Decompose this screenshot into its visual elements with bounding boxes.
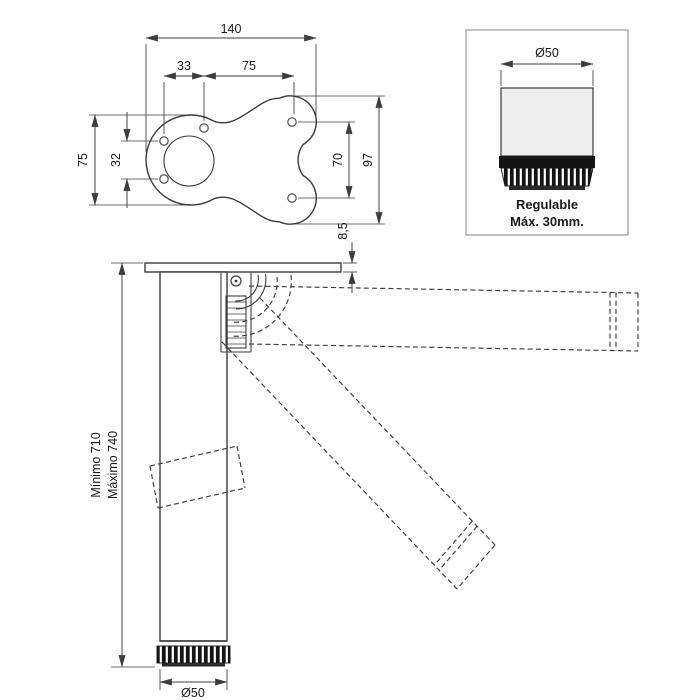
dim-right-height: 97 xyxy=(294,95,385,225)
pivot-bracket-arc-outer xyxy=(235,273,267,310)
phantom-band-right xyxy=(236,445,246,489)
dim-leg-height: Mínimo 710 Máximo 740 xyxy=(89,262,155,668)
threaded-stud xyxy=(225,295,247,349)
dim-foot-diameter-label: Ø50 xyxy=(181,686,205,700)
detail-box: Ø50 Regulable Máx. 30mm. xyxy=(465,29,629,236)
phantom-end-cap xyxy=(456,544,496,590)
dim-hole-offset-right-label: 75 xyxy=(242,59,256,73)
top-view: 140 33 75 75 32 xyxy=(76,22,385,225)
dim-right-height-label: 97 xyxy=(361,153,375,167)
phantom-band-bottom xyxy=(157,487,246,509)
phantom-foot-joint xyxy=(438,525,478,571)
detail-diameter-label: Ø50 xyxy=(535,46,559,60)
dim-foot-diameter: Ø50 xyxy=(159,669,228,700)
dim-right-hole-spacing: 70 xyxy=(298,121,355,199)
plate-screw-hole-top xyxy=(199,123,209,133)
foot-collar xyxy=(499,156,595,168)
dim-height-max-label: Máximo 740 xyxy=(106,431,120,499)
thread-lines xyxy=(226,301,246,345)
dim-total-width-label: 140 xyxy=(221,22,242,36)
plate-screw-hole-left-upper xyxy=(159,136,169,146)
phantom-top-edge xyxy=(248,285,639,294)
phantom-foot-joint xyxy=(433,520,473,566)
dim-plate-thickness-label: 8,5 xyxy=(336,222,350,239)
dim-hole-offsets: 33 75 xyxy=(163,59,295,134)
dim-right-hole-spacing-label: 70 xyxy=(331,153,345,167)
foot-base xyxy=(509,186,585,190)
phantom-band-top xyxy=(149,445,238,467)
phantom-bottom-edge xyxy=(248,343,639,352)
phantom-bottom-edge xyxy=(221,341,458,590)
leg-folding-diagonal-phantom xyxy=(221,297,496,590)
folding-mechanism xyxy=(220,272,292,353)
plate-screw-hole-left-lower xyxy=(159,174,169,184)
pivot-center xyxy=(234,279,238,283)
dim-total-width: 140 xyxy=(145,22,317,152)
foot-cylinder xyxy=(500,87,594,157)
pivot-bracket-arc-inner xyxy=(234,274,259,302)
phantom-top-edge xyxy=(259,297,496,546)
rotation-arc-small xyxy=(231,276,278,323)
leg-intermediate-phantom xyxy=(149,445,246,509)
dim-left-height: 75 xyxy=(76,114,186,206)
plate-side-view xyxy=(144,262,342,273)
foot-ribbed-ring xyxy=(500,167,594,187)
dim-height-min-label: Mínimo 710 xyxy=(89,432,103,497)
leg-folded-horizontal-phantom xyxy=(248,285,639,352)
dim-left-hole-spacing-label: 32 xyxy=(109,153,123,167)
plate-screw-hole-right-lower xyxy=(287,193,297,203)
dim-left-height-label: 75 xyxy=(76,153,90,167)
phantom-band-left xyxy=(149,465,159,509)
leg-foot-base xyxy=(162,663,225,667)
dim-left-hole-spacing: 32 xyxy=(109,112,158,208)
detail-caption-line1: Regulable xyxy=(516,197,578,212)
detail-caption-line2: Máx. 30mm. xyxy=(510,214,584,229)
dim-plate-thickness: 8,5 xyxy=(336,222,357,293)
side-view: 8,5 Mínimo 710 Máximo 740 Ø50 xyxy=(89,222,639,700)
plate-screw-hole-right-upper xyxy=(287,117,297,127)
leg-ribbed-foot xyxy=(156,645,231,664)
dim-hole-offset-left-label: 33 xyxy=(177,59,191,73)
plate-center-hole xyxy=(163,135,215,187)
